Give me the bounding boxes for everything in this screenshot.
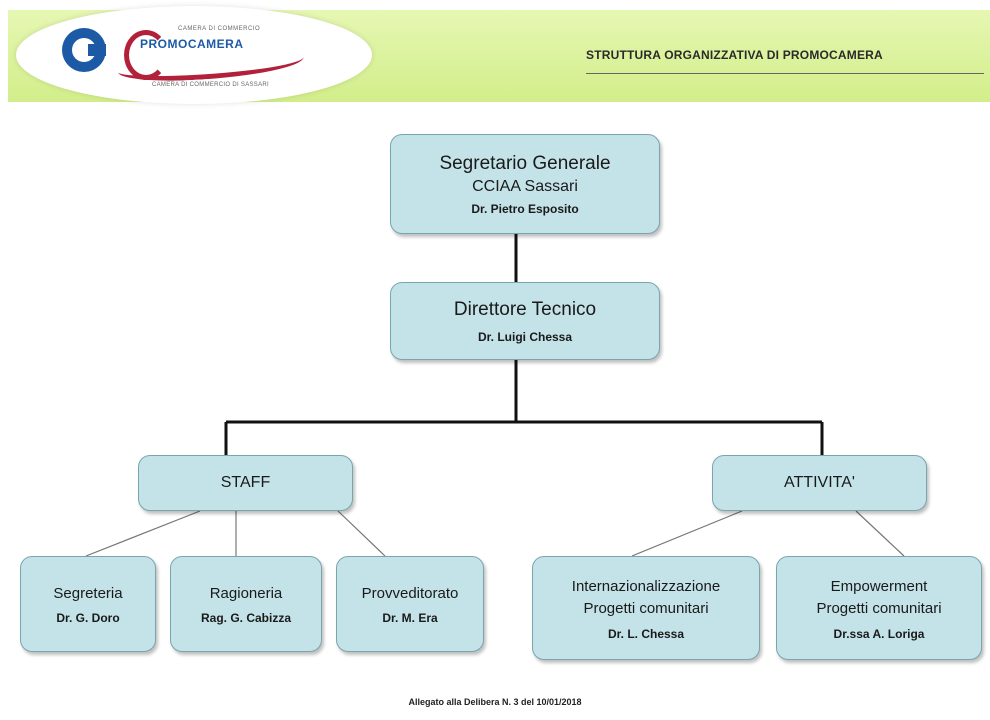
empowerment-box: Empowerment Progetti comunitari Dr.ssa A… [776, 556, 982, 660]
ragioneria-title: Ragioneria [209, 584, 283, 602]
camera-logo-icon [62, 28, 106, 72]
attivita-label: ATTIVITA' [784, 474, 855, 491]
empowerment-subtitle: Progetti comunitari [816, 600, 942, 617]
connector-staff-provveditorato [337, 510, 386, 557]
segretario-title: Segretario Generale [439, 152, 611, 174]
segreteria-box: Segreteria Dr. G. Doro [20, 556, 156, 652]
logo-name: PROMOCAMERA [140, 37, 244, 51]
promocamera-logo-icon [124, 30, 168, 80]
segretario-name: Dr. Pietro Esposito [471, 202, 579, 217]
provveditorato-title: Provveditorato [361, 584, 459, 602]
internazionalizzazione-subtitle: Progetti comunitari [583, 600, 709, 617]
internazionalizzazione-title: Internazionalizzazione [571, 577, 721, 595]
direttore-name: Dr. Luigi Chessa [477, 329, 573, 344]
empowerment-name: Dr.ssa A. Loriga [833, 626, 925, 641]
logo-tagline: CAMERA DI COMMERCIO DI SASSARI [152, 82, 270, 88]
empowerment-title: Empowerment [830, 577, 928, 595]
direttore-tecnico-box: Direttore Tecnico Dr. Luigi Chessa [390, 282, 660, 360]
segretario-subtitle: CCIAA Sassari [472, 177, 578, 195]
connector-attivita-internazionalizzazione [631, 510, 743, 557]
segreteria-title: Segreteria [53, 584, 123, 602]
header-divider [586, 73, 984, 74]
staff-box: STAFF [138, 455, 353, 511]
ragioneria-name: Rag. G. Cabizza [200, 611, 292, 626]
direttore-title: Direttore Tecnico [453, 299, 597, 321]
provveditorato-box: Provveditorato Dr. M. Era [336, 556, 484, 652]
ragioneria-box: Ragioneria Rag. G. Cabizza [170, 556, 322, 652]
logo-small-text: CAMERA DI COMMERCIO [178, 26, 261, 32]
internazionalizzazione-box: Internazionalizzazione Progetti comunita… [532, 556, 760, 660]
internazionalizzazione-name: Dr. L. Chessa [607, 626, 685, 641]
provveditorato-name: Dr. M. Era [382, 611, 438, 626]
page-title: STRUTTURA ORGANIZZATIVA DI PROMOCAMERA [586, 48, 883, 62]
attivita-box: ATTIVITA' [712, 455, 927, 511]
connector-staff-segreteria [85, 510, 201, 557]
segretario-generale-box: Segretario Generale CCIAA Sassari Dr. Pi… [390, 134, 660, 234]
staff-label: STAFF [220, 474, 271, 491]
segreteria-name: Dr. G. Doro [56, 611, 120, 626]
connector-attivita-empowerment [855, 510, 905, 557]
footer-note: Allegato alla Delibera N. 3 del 10/01/20… [408, 697, 582, 707]
